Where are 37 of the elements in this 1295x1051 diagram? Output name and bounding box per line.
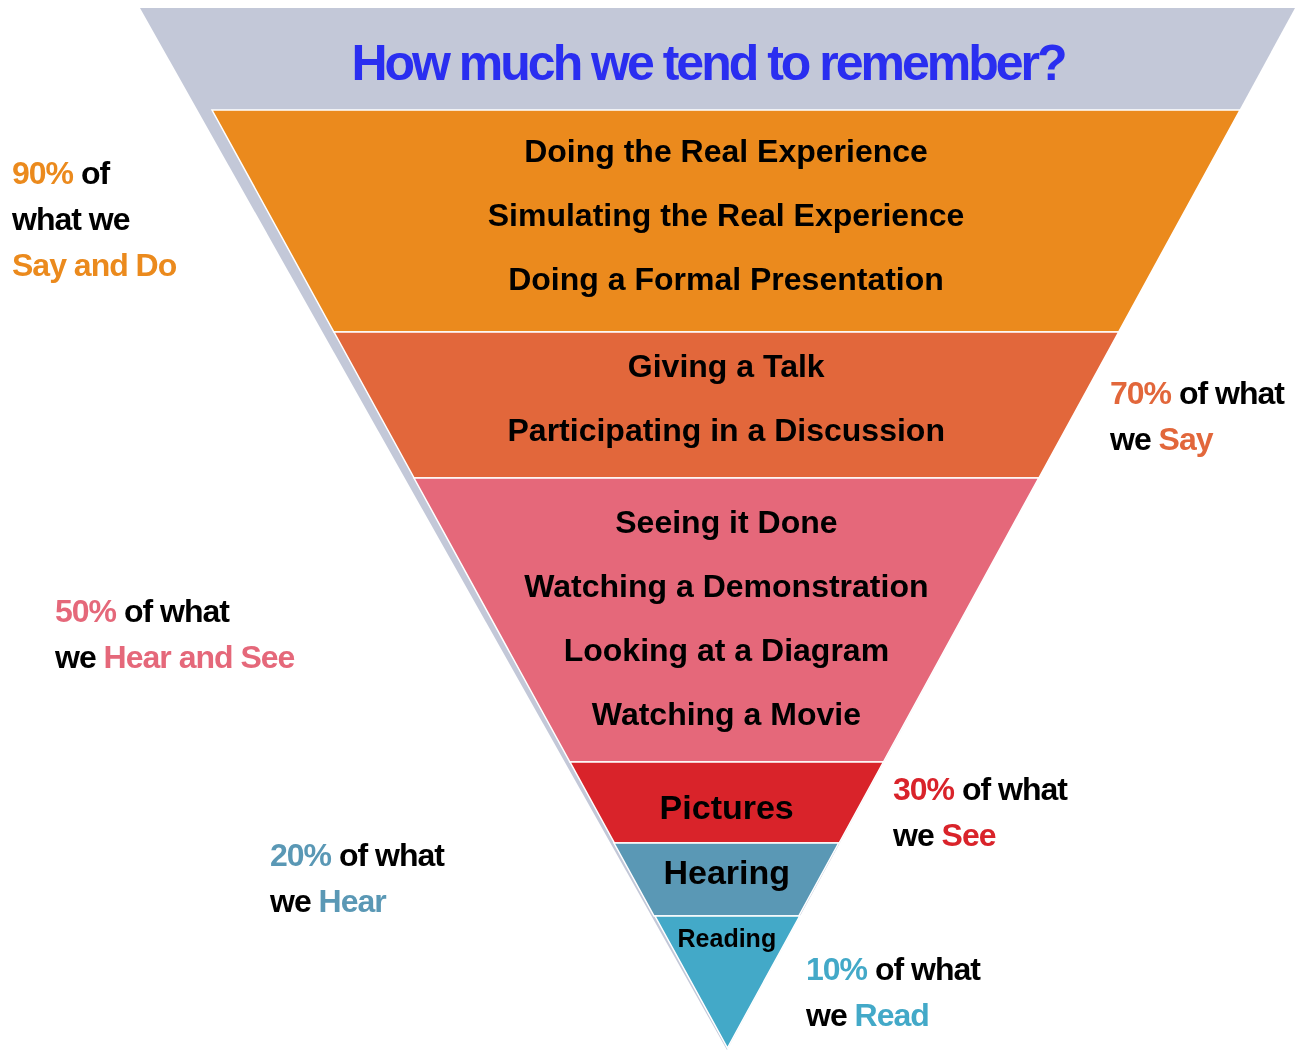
percent-text: 70% (1110, 375, 1172, 411)
side-note-text: of what (338, 837, 444, 873)
band-text: Hearing (663, 851, 791, 893)
percent-text: 30% (893, 771, 955, 807)
percent-text: 90% (12, 155, 74, 191)
band-text: Seeing it Done (615, 503, 838, 542)
percent-text: 20% (270, 837, 332, 873)
side-note-text: of (80, 155, 110, 191)
side-note-text: Say (1158, 421, 1213, 457)
percent-text: 10% (806, 951, 868, 987)
side-note-text: we (1110, 421, 1151, 457)
side-note-text: of what (961, 771, 1067, 807)
band-text: Participating in a Discussion (507, 411, 945, 450)
side-note-text: we (893, 817, 934, 853)
band-text: Watching a Demonstration (524, 567, 929, 606)
band-text: Reading (677, 923, 777, 954)
band-text: Doing a Formal Presentation (508, 260, 944, 299)
band-text: Watching a Movie (591, 695, 861, 734)
side-note-text: of what (1178, 375, 1284, 411)
side-note-text: we (270, 883, 311, 919)
side-note-text: of what (123, 593, 229, 629)
side-note-text: Say and Do (12, 247, 177, 283)
side-note-text: we (806, 997, 847, 1033)
side-note-text: Read (854, 997, 929, 1033)
side-note-text: what we (12, 201, 130, 237)
side-note-text: we (55, 639, 96, 675)
side-note-text: of what (874, 951, 980, 987)
side-note-text: Hear (318, 883, 386, 919)
diagram-title: How much we tend to remember? (350, 34, 1066, 92)
band-text: Looking at a Diagram (563, 631, 890, 670)
side-note-text: Hear and See (103, 639, 295, 675)
band-text: Giving a Talk (627, 347, 825, 386)
side-note-text: See (941, 817, 996, 853)
band-text: Doing the Real Experience (524, 132, 928, 171)
percent-text: 50% (55, 593, 117, 629)
band-text: Pictures (659, 786, 794, 828)
band-text: Simulating the Real Experience (487, 196, 965, 235)
